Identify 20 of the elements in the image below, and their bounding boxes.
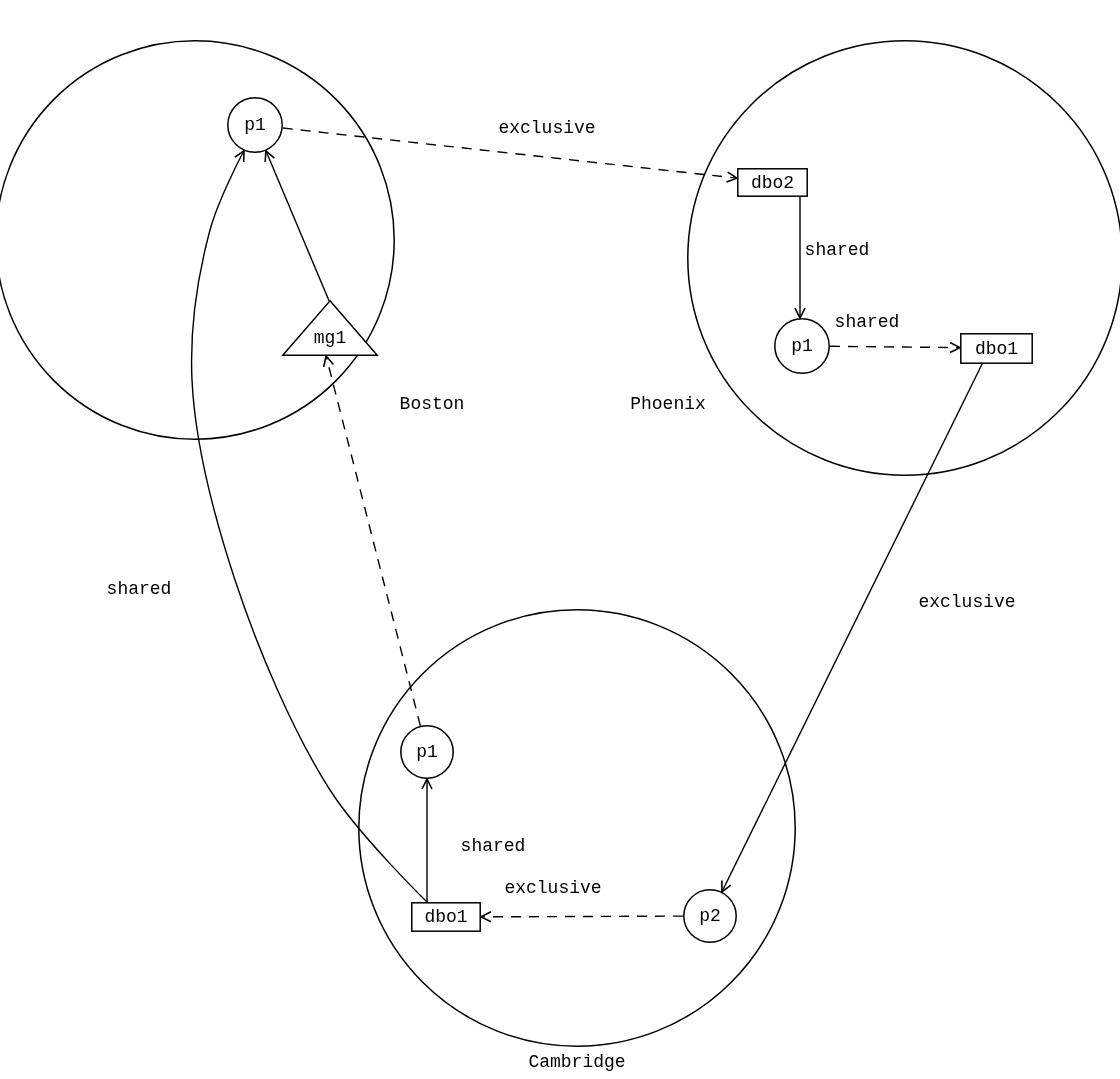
site-name: Cambridge [528, 1053, 626, 1071]
arrow [190, 149, 428, 903]
process-circle: p2 [683, 889, 737, 943]
arrow [264, 150, 330, 302]
dashed-arrow [322, 355, 422, 727]
arrow [421, 778, 433, 903]
process-circle: p1 [774, 318, 830, 374]
dashed-arrow [480, 911, 684, 923]
arrow [794, 196, 806, 319]
site-name: Phoenix [630, 395, 706, 413]
arrow [721, 363, 983, 893]
group-triangle: mg1 [282, 300, 378, 356]
data-object-box: dbo1 [411, 902, 481, 932]
dashed-arrow [282, 127, 738, 183]
data-object-box: dbo2 [737, 168, 808, 197]
site-name: Boston [399, 395, 465, 413]
dashed-arrow [829, 341, 961, 354]
data-object-box: dbo1 [960, 333, 1033, 364]
process-circle: p1 [227, 97, 283, 153]
process-circle: p1 [400, 725, 454, 779]
